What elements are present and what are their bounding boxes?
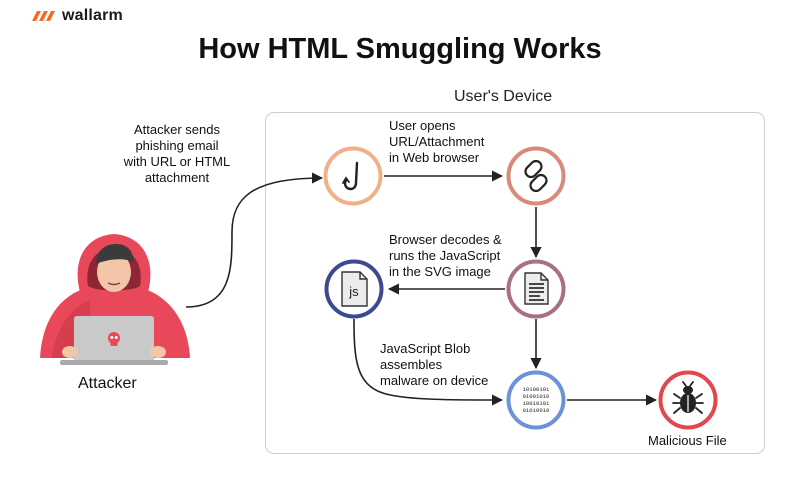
attacker-illustration [40,234,190,365]
link-icon [524,159,548,193]
bug-icon [672,381,704,414]
annotation-blob-assembles: JavaScript Blob assembles malware on dev… [380,341,489,388]
skull-icon [108,332,120,346]
malicious-file-label: Malicious File [648,433,727,448]
hook-node [323,146,383,206]
binary-node: 10100101 01001010 10010101 01010010 [506,370,566,430]
annotation-browser-decodes: Browser decodes & runs the JavaScript in… [389,232,502,279]
brand-name: wallarm [62,7,123,24]
document-icon [524,272,549,305]
arrow-js-to-binary [353,318,504,406]
binary-line: 10100101 [523,386,550,393]
arrow-attacker-to-hook [185,172,324,308]
brand-logo: wallarm [32,6,123,26]
page-title: How HTML Smuggling Works [198,33,602,65]
document-node [506,259,566,319]
annotation-user-opens: User opens URL/Attachment in Web browser [389,118,485,165]
annotation-attacker-sends: Attacker sends phishing email with URL o… [123,122,231,185]
malware-node [658,370,718,430]
binary-line: 01001010 [523,393,550,400]
binary-data-icon: 10100101 01001010 10010101 01010010 [523,386,550,414]
users-device-container [265,112,765,454]
js-node: js [324,259,384,319]
js-file-icon: js [341,271,368,307]
fishing-hook-icon [342,161,359,191]
binary-line: 01010010 [523,407,550,414]
users-device-label: User's Device [454,88,553,105]
attacker-label: Attacker [78,375,137,392]
js-file-label: js [348,284,359,299]
wallarm-logo-icon [32,11,55,21]
binary-line: 10010101 [523,400,550,407]
link-node [506,146,566,206]
